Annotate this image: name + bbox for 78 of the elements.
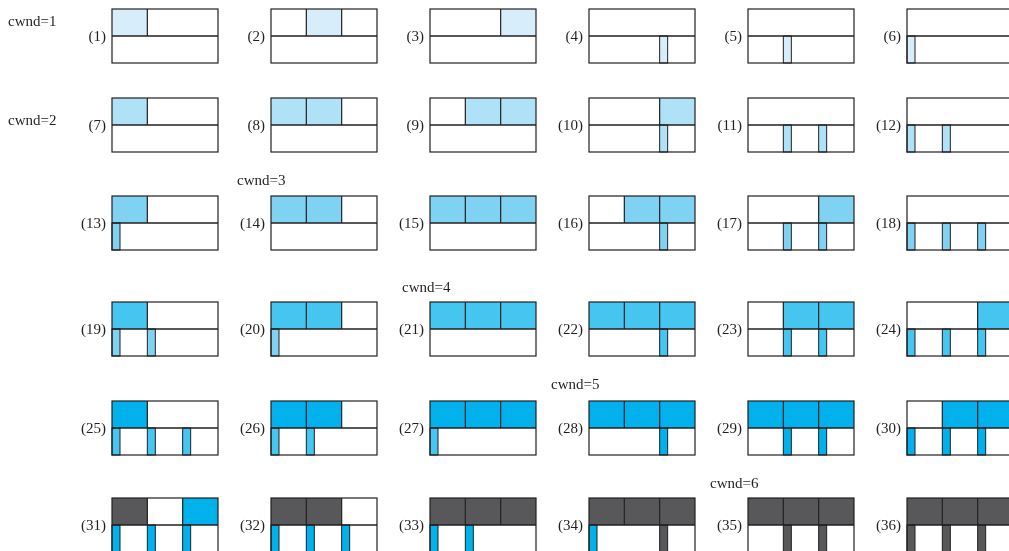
window-panel <box>112 498 218 551</box>
cwnd-label: cwnd=2 <box>8 111 57 129</box>
window-panel <box>748 302 854 356</box>
step-number: (26) <box>239 419 265 437</box>
window-panel <box>748 498 854 551</box>
step-number: (7) <box>87 116 106 134</box>
window-panel <box>907 401 1009 455</box>
cwnd-label: cwnd=6 <box>710 474 759 492</box>
step-number: (13) <box>80 214 106 232</box>
window-panel <box>271 9 377 63</box>
window-panel <box>748 98 854 152</box>
step-number: (10) <box>557 116 583 134</box>
step-number: (18) <box>875 214 901 232</box>
step-number: (8) <box>246 116 265 134</box>
step-number: (4) <box>564 27 583 45</box>
step-number: (24) <box>875 320 901 338</box>
step-number: (22) <box>557 320 583 338</box>
window-panel <box>430 401 536 455</box>
window-panel <box>112 98 218 152</box>
window-panel <box>907 498 1009 551</box>
step-number: (2) <box>246 27 265 45</box>
step-number: (32) <box>239 516 265 534</box>
window-panel <box>589 401 695 455</box>
step-number: (21) <box>398 320 424 338</box>
window-panel <box>907 302 1009 356</box>
window-panel <box>907 196 1009 250</box>
step-number: (36) <box>875 516 901 534</box>
window-panel <box>112 401 218 455</box>
window-panel <box>907 9 1009 63</box>
window-panel <box>430 498 536 551</box>
window-panel <box>589 98 695 152</box>
step-number: (17) <box>716 214 742 232</box>
cwnd-label: cwnd=3 <box>237 171 286 189</box>
step-number: (9) <box>405 116 424 134</box>
cwnd-label: cwnd=1 <box>8 12 57 30</box>
step-number: (34) <box>557 516 583 534</box>
step-number: (30) <box>875 419 901 437</box>
window-panel <box>430 98 536 152</box>
step-number: (15) <box>398 214 424 232</box>
window-panel <box>112 302 218 356</box>
window-panel <box>430 9 536 63</box>
cwnd-label: cwnd=5 <box>551 375 600 393</box>
step-number: (35) <box>716 516 742 534</box>
window-panel <box>271 302 377 356</box>
window-panel <box>748 401 854 455</box>
step-number: (23) <box>716 320 742 338</box>
step-number: (31) <box>80 516 106 534</box>
window-panel <box>271 401 377 455</box>
window-panel <box>589 9 695 63</box>
window-panel <box>430 302 536 356</box>
window-panel <box>748 9 854 63</box>
window-panel <box>430 196 536 250</box>
window-panel <box>112 9 218 63</box>
step-number: (1) <box>87 27 106 45</box>
window-panel <box>907 98 1009 152</box>
step-number: (6) <box>882 27 901 45</box>
step-number: (14) <box>239 214 265 232</box>
step-number: (12) <box>875 116 901 134</box>
window-panel <box>271 196 377 250</box>
step-number: (25) <box>80 419 106 437</box>
step-number: (33) <box>398 516 424 534</box>
step-number: (27) <box>398 419 424 437</box>
step-number: (20) <box>239 320 265 338</box>
step-number: (19) <box>80 320 106 338</box>
window-panel <box>589 498 695 551</box>
step-number: (11) <box>716 116 742 134</box>
window-panel <box>112 196 218 250</box>
cwnd-label: cwnd=4 <box>402 278 451 296</box>
step-number: (3) <box>405 27 424 45</box>
step-number: (29) <box>716 419 742 437</box>
window-panel <box>271 498 377 551</box>
window-panel <box>589 196 695 250</box>
window-panel <box>589 302 695 356</box>
step-number: (16) <box>557 214 583 232</box>
window-panel <box>748 196 854 250</box>
step-number: (28) <box>557 419 583 437</box>
window-panel <box>271 98 377 152</box>
step-number: (5) <box>723 27 742 45</box>
